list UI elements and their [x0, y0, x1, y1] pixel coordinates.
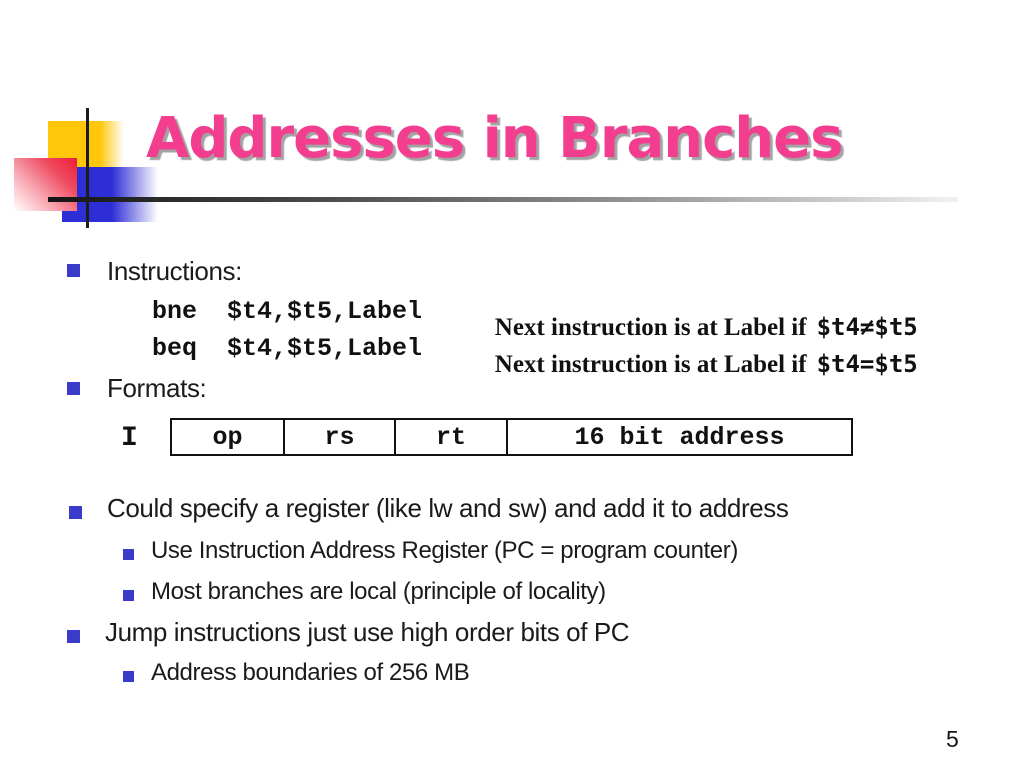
- sub-bullet-branches-local: Most branches are local (principle of lo…: [151, 578, 606, 605]
- bullet-icon: [69, 506, 82, 519]
- bullet-icon: [67, 630, 80, 643]
- accent-red-square: [14, 158, 77, 211]
- bullet-instructions: Instructions:: [107, 256, 242, 286]
- page-number: 5: [946, 726, 959, 752]
- format-cell-address: 16 bit address: [506, 420, 851, 454]
- bullet-jump-instructions: Jump instructions just use high order bi…: [105, 617, 630, 647]
- comment-bne: Next instruction is at Label if $t4≠$t5: [477, 295, 918, 360]
- sub-bullet-use-iar: Use Instruction Address Register (PC = p…: [151, 537, 738, 564]
- sub-bullet-icon: [123, 590, 134, 601]
- comment-bne-text: Next instruction is at Label if: [494, 314, 807, 341]
- sub-bullet-icon: [123, 671, 134, 682]
- bullet-formats: Formats:: [107, 373, 207, 403]
- slide-title: Addresses in Branches: [146, 106, 843, 171]
- format-cell-op: op: [212, 422, 243, 452]
- comment-beq: Next instruction is at Label if $t4=$t5: [477, 332, 918, 397]
- code-bne: bne $t4,$t5,Label: [152, 297, 423, 326]
- bullet-icon: [67, 264, 80, 277]
- format-cell-rs: rs: [283, 420, 394, 454]
- accent-blue-square: [62, 167, 158, 222]
- vertical-accent-line: [86, 108, 89, 228]
- sub-bullet-icon: [123, 549, 134, 560]
- bullet-could-specify: Could specify a register (like lw and sw…: [107, 493, 789, 523]
- comment-bne-condition: $t4≠$t5: [816, 313, 918, 341]
- code-beq: beq $t4,$t5,Label: [152, 334, 423, 363]
- title-underline-rule: [48, 197, 958, 202]
- format-type-label: I: [121, 423, 138, 454]
- instruction-format-table: op rs rt 16 bit address: [170, 418, 853, 456]
- bullet-icon: [67, 382, 80, 395]
- format-cell-rt: rt: [394, 420, 506, 454]
- sub-bullet-address-boundaries: Address boundaries of 256 MB: [151, 659, 470, 686]
- comment-beq-text: Next instruction is at Label if: [494, 351, 807, 378]
- comment-beq-condition: $t4=$t5: [816, 350, 918, 378]
